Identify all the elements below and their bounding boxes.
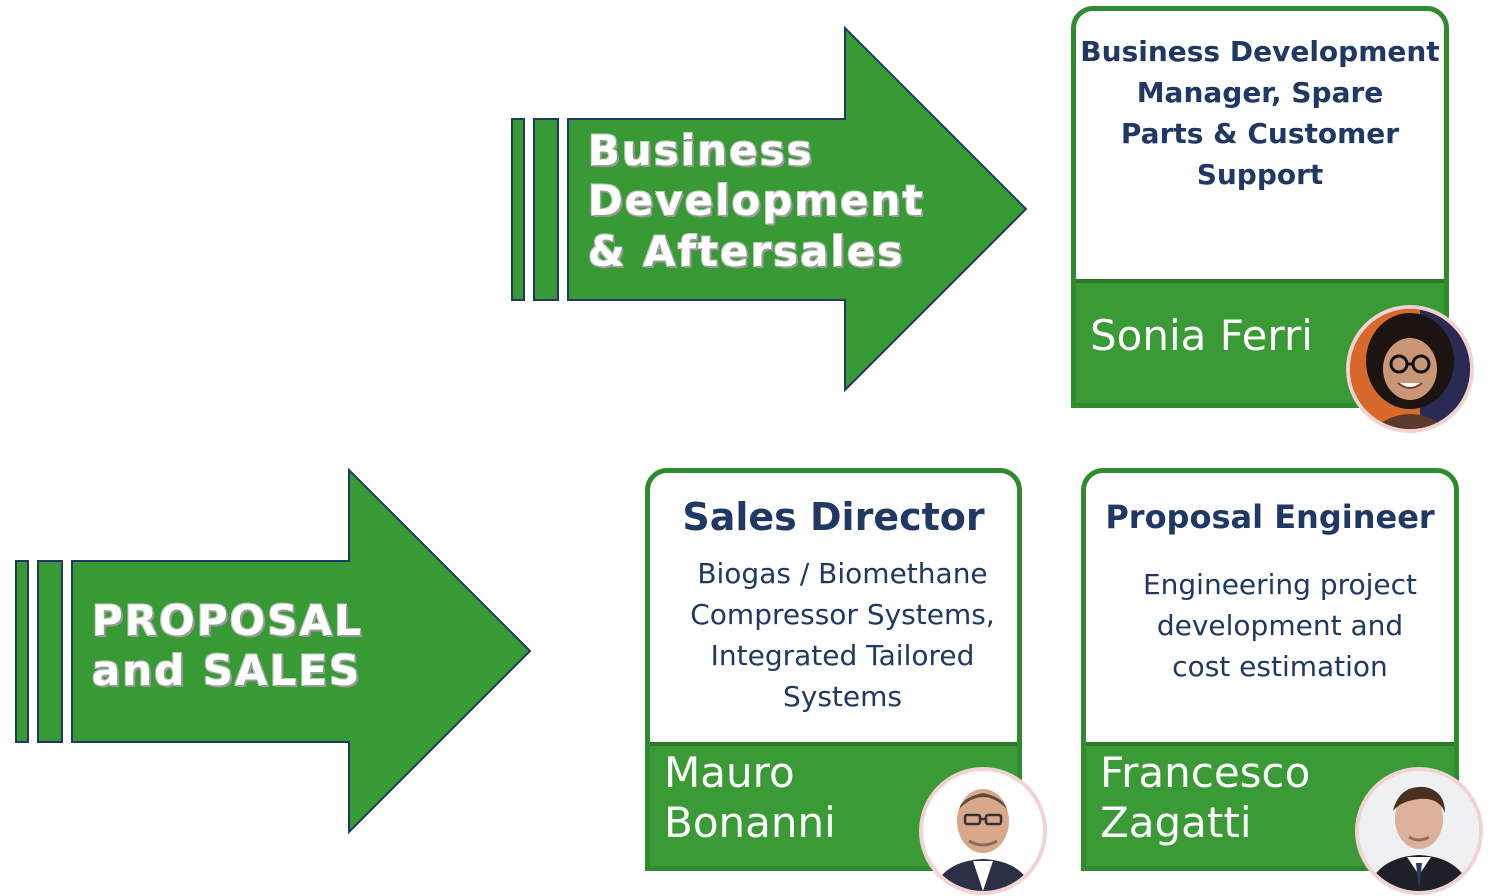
avatar-francesco-zagatti (1355, 767, 1483, 895)
card-business-development-manager: Business Development Manager, Spare Part… (1071, 6, 1449, 408)
title-line: Manager, Spare (1136, 76, 1384, 109)
arrow-business-development (511, 25, 1028, 393)
name-line: Francesco (1100, 748, 1311, 797)
name-line: Zagatti (1100, 797, 1252, 847)
arrow-label-line: Business (588, 126, 814, 175)
name-line: Mauro (664, 748, 795, 797)
person-photo-icon (923, 771, 1043, 891)
description-line: Integrated Tailored (710, 639, 975, 672)
title-line: Support (1196, 158, 1324, 191)
arrow-label-line: and SALES (92, 646, 362, 696)
person-name: Mauro Bonanni (664, 748, 836, 847)
person-photo-icon (1350, 309, 1470, 429)
title-line: Parts & Customer (1120, 117, 1400, 150)
description-line: Engineering project (1142, 568, 1418, 601)
description-line: cost estimation (1172, 650, 1388, 683)
arrow-label-line: PROPOSAL (92, 596, 363, 645)
person-name: Sonia Ferri (1090, 311, 1313, 361)
description-line: Compressor Systems, (690, 598, 995, 631)
description-line: Systems (783, 680, 902, 713)
title-line: Proposal Engineer (1105, 498, 1435, 536)
description-line: Biogas / Biomethane (697, 557, 988, 590)
description-line: development and (1156, 609, 1404, 642)
card-title: Sales Director (650, 493, 1017, 541)
arrow-label-proposal-sales: PROPOSAL and SALES (92, 596, 363, 697)
avatar-mauro-bonanni (919, 767, 1047, 895)
name-line: Sonia Ferri (1090, 311, 1313, 360)
card-description: Biogas / Biomethane Compressor Systems, … (650, 553, 1017, 717)
arrow-label-line: & Aftersales (588, 226, 905, 276)
name-line: Bonanni (664, 797, 836, 847)
title-line: Sales Director (682, 495, 985, 539)
person-name: Francesco Zagatti (1100, 748, 1310, 847)
arrow-label-business-development: Business Development & Aftersales (588, 126, 925, 277)
title-line: Business Development (1080, 35, 1440, 68)
card-title: Business Development Manager, Spare Part… (1076, 31, 1444, 195)
arrow-proposal-sales (15, 467, 532, 835)
avatar-sonia-ferri (1346, 305, 1474, 433)
card-proposal-engineer: Proposal Engineer Engineering project de… (1081, 468, 1459, 871)
person-photo-icon (1359, 771, 1479, 891)
card-description: Engineering project development and cost… (1086, 564, 1454, 687)
arrow-label-line: Development (588, 176, 925, 226)
card-title: Proposal Engineer (1086, 493, 1454, 541)
